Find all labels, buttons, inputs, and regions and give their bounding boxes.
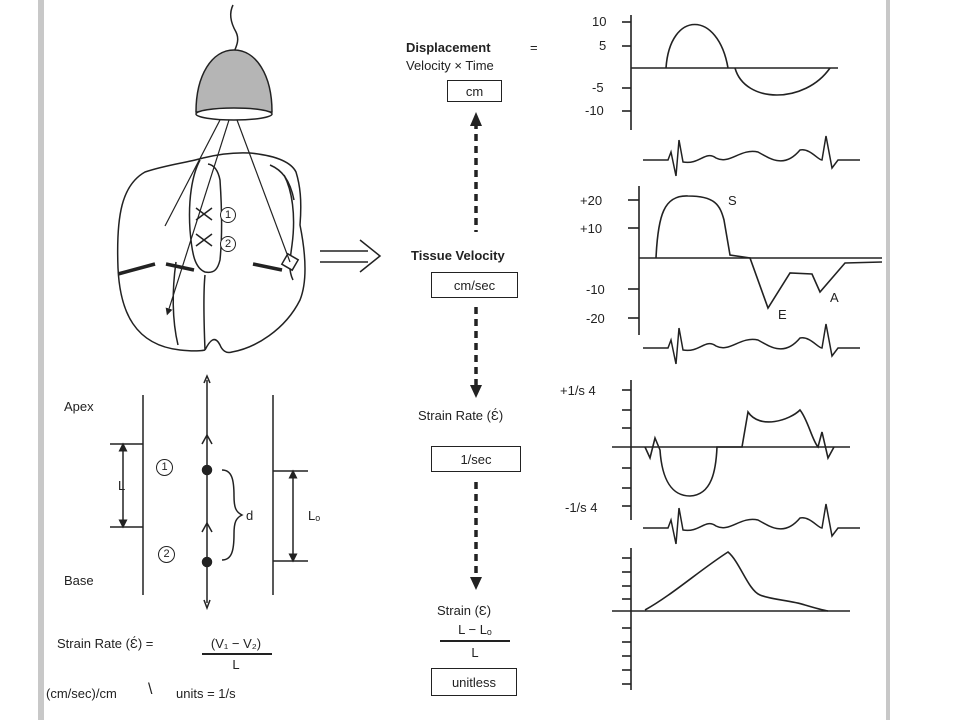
velocity-plot: [628, 186, 883, 335]
heart-icon: [116, 152, 306, 354]
displacement-plot: [622, 15, 838, 130]
displacement-tick-neg5: -5: [592, 80, 604, 95]
displacement-tick-5: 5: [599, 38, 607, 53]
segment-point-2: 2: [158, 546, 175, 563]
displacement-tick-neg10: -10: [585, 103, 604, 118]
displacement-tick-10: 10: [592, 14, 607, 29]
right-frame-edge: [886, 0, 890, 720]
ultrasound-beams: [164, 119, 291, 316]
velocity-tick-plus20: +20: [580, 193, 603, 208]
velocity-title: Tissue Velocity: [411, 248, 505, 263]
displacement-formula: Velocity × Time: [406, 58, 494, 73]
strain-rate-formula-lhs: Strain Rate (Ɛ́) =: [57, 636, 154, 651]
circle-label-1: 1: [220, 207, 236, 223]
strain-rate-title: Strain Rate (Ɛ́): [418, 408, 504, 423]
velocity-wave-e: E: [778, 307, 787, 322]
strain-unit-box: unitless: [431, 668, 517, 696]
segment-point-1: 1: [156, 459, 173, 476]
strain-rate-unit: 1/sec: [460, 451, 492, 467]
velocity-wave-a: A: [830, 290, 839, 305]
velocity-unit-box: cm/sec: [431, 272, 518, 298]
strain-plot: [612, 548, 850, 690]
apex-label: Apex: [64, 399, 94, 414]
strain-rate-unit-box: 1/sec: [431, 446, 521, 472]
distance-label: d: [246, 508, 254, 523]
base-label: Base: [64, 573, 94, 588]
ecg-trace-2: [643, 323, 860, 365]
circle-label-2: 2: [220, 236, 236, 252]
strain-rate-tick-plus: +1/s 4: [560, 383, 596, 398]
strain-rate-plot: [612, 380, 850, 520]
strain-title: Strain (Ɛ): [437, 603, 492, 618]
velocity-wave-s: S: [728, 193, 737, 208]
ecg-trace-3: [643, 503, 860, 545]
velocity-tick-neg10: -10: [586, 282, 605, 297]
velocity-tick-neg20: -20: [586, 311, 605, 326]
strain-rate-tick-minus: -1/s 4: [565, 500, 598, 515]
velocity-tick-plus10: +10: [580, 221, 603, 236]
double-arrow-icon: [320, 239, 382, 273]
strain-unit: unitless: [451, 674, 497, 690]
displacement-title: Displacement: [406, 40, 491, 55]
strain-formula-denominator: L: [471, 645, 479, 660]
strain-rate-formula-numerator: (V₁ − V₂): [210, 636, 262, 651]
displacement-unit-box: cm: [447, 80, 502, 102]
ultrasound-probe-icon: [195, 4, 273, 121]
length-label: L: [118, 478, 126, 493]
strain-rate-formula-denominator: L: [232, 657, 240, 672]
initial-length-label: Lₒ: [308, 508, 321, 523]
units-lhs: (cm/sec)/cm: [46, 686, 117, 701]
strain-formula-bar: [440, 640, 510, 642]
units-rhs: units = 1/s: [176, 686, 236, 701]
strain-rate-formula-bar: [202, 653, 272, 655]
strain-formula-numerator: L − Lₒ: [458, 622, 492, 637]
left-frame-edge: [38, 0, 44, 720]
displacement-equals: =: [530, 40, 538, 55]
flow-arrow-heads: [470, 112, 482, 590]
displacement-unit: cm: [465, 83, 484, 99]
tissue-segment-schematic: [110, 374, 308, 611]
ecg-trace-1: [643, 135, 860, 177]
units-divider: \: [148, 681, 153, 698]
velocity-unit: cm/sec: [453, 277, 496, 293]
